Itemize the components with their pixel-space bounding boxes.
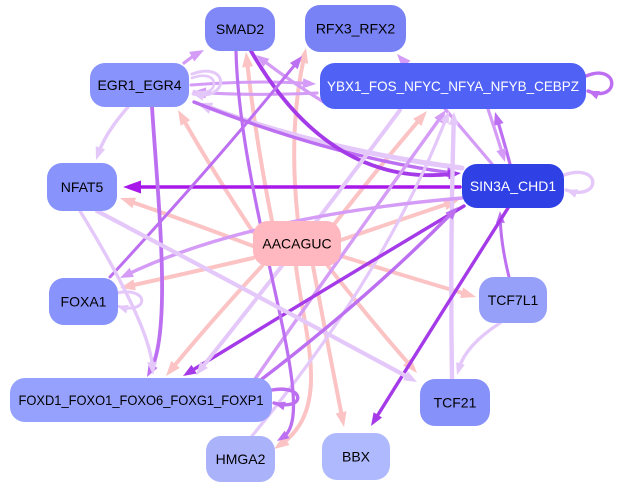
svg-text:EGR1_EGR4: EGR1_EGR4 [97, 77, 181, 93]
svg-text:TCF21: TCF21 [434, 395, 477, 411]
svg-text:SIN3A_CHD1: SIN3A_CHD1 [470, 178, 557, 194]
svg-text:FOXD1_FOXO1_FOXO6_FOXG1_FOXP1: FOXD1_FOXO1_FOXO6_FOXG1_FOXP1 [19, 392, 264, 408]
svg-text:TCF7L1: TCF7L1 [488, 292, 539, 308]
svg-text:FOXA1: FOXA1 [61, 294, 107, 310]
svg-text:HMGA2: HMGA2 [216, 451, 266, 467]
svg-text:RFX3_RFX2: RFX3_RFX2 [316, 21, 396, 37]
svg-text:YBX1_FOS_NFYC_NFYA_NFYB_CEBPZ: YBX1_FOS_NFYC_NFYA_NFYB_CEBPZ [327, 78, 579, 94]
svg-text:AACAGUC: AACAGUC [262, 236, 331, 252]
svg-text:SMAD2: SMAD2 [216, 21, 264, 37]
svg-text:BBX: BBX [342, 449, 371, 465]
svg-text:NFAT5: NFAT5 [61, 179, 104, 195]
